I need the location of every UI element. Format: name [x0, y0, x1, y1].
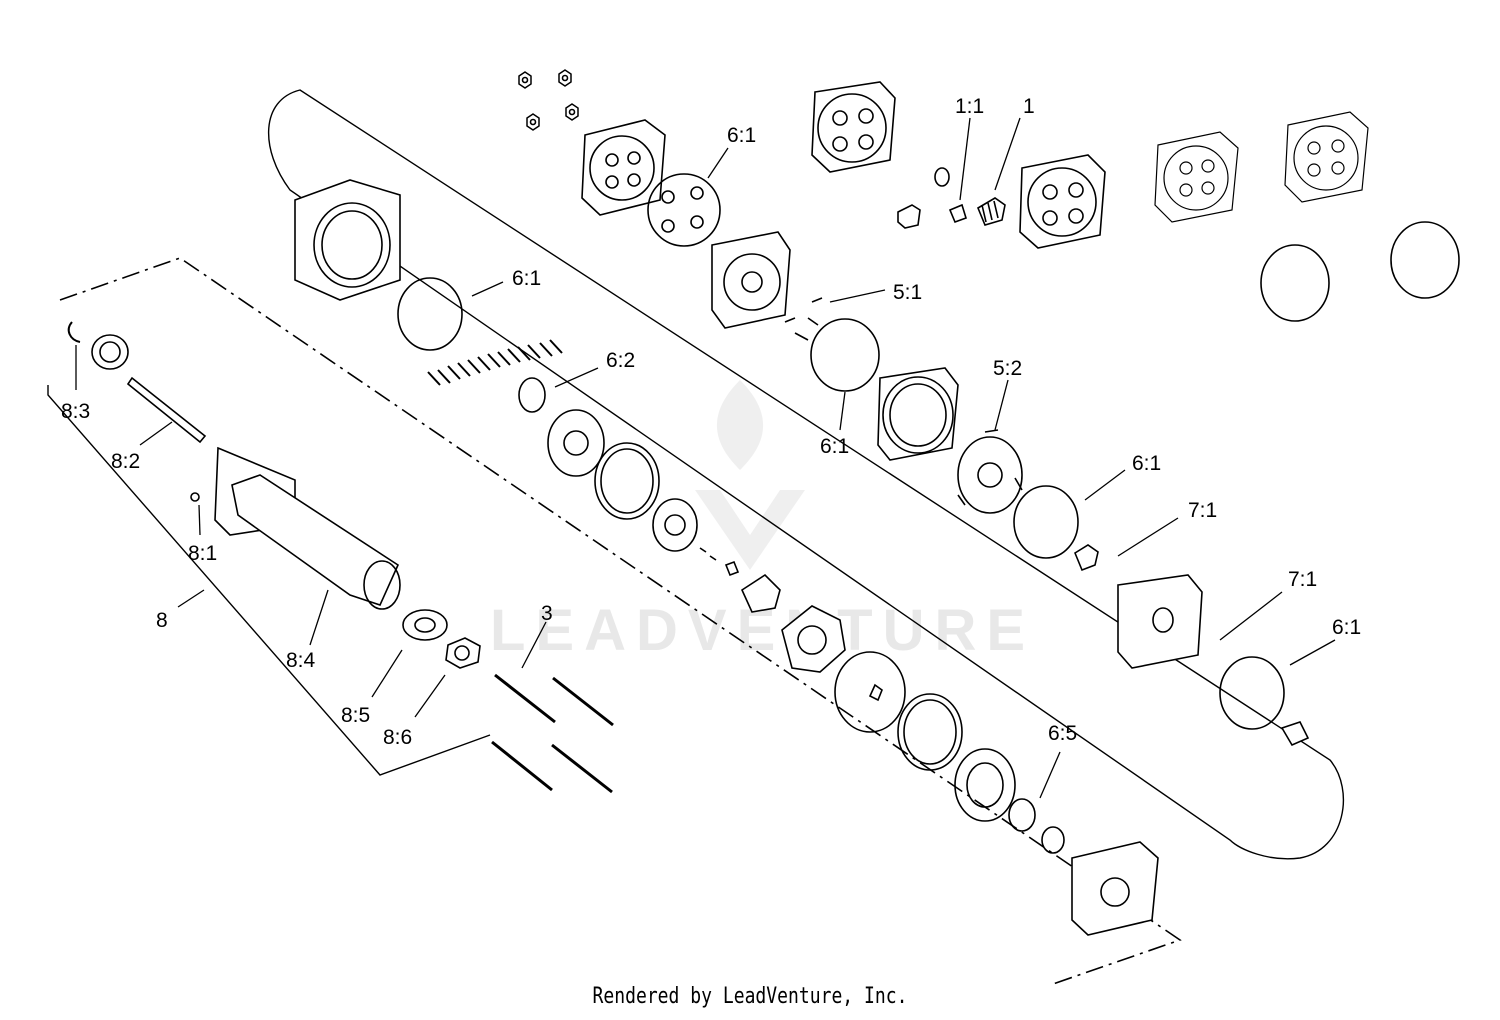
- callout-6-5: 6:5: [1048, 722, 1077, 745]
- callout-8-6: 8:6: [383, 726, 412, 749]
- callout-8-1: 8:1: [188, 542, 217, 565]
- render-credit: Rendered by LeadVenture, Inc.: [592, 984, 908, 1009]
- callout-8-4: 8:4: [286, 649, 316, 672]
- callout-6-1-b: 6:1: [512, 267, 541, 290]
- key-and-end-plate: [1074, 544, 1310, 747]
- callout-labels: 1:1 1 6:1 6:1 5:1 6:2 6:1 5:2 6:1 7:1 7:…: [61, 95, 1361, 749]
- valve-plate-1: [581, 119, 666, 216]
- callout-8-2: 8:2: [111, 450, 140, 473]
- callout-7-1-b: 7:1: [1288, 568, 1317, 591]
- o-rings: [397, 173, 1460, 730]
- dash-line-outer: [59, 257, 1182, 986]
- bearings: [834, 651, 1065, 854]
- valve-plate-5: [1284, 111, 1369, 203]
- spacer-plate: [711, 231, 823, 341]
- callout-1: 1: [1023, 95, 1035, 118]
- rotor-gears: [518, 377, 846, 673]
- callout-6-2: 6:2: [606, 349, 635, 372]
- callout-8-5: 8:5: [341, 704, 370, 727]
- flange-plate: [877, 367, 959, 461]
- callout-7-1-a: 7:1: [1188, 499, 1217, 522]
- plug-and-spring: [897, 167, 1006, 229]
- callout-1-1: 1:1: [955, 95, 984, 118]
- leader-lines: [75, 117, 1336, 799]
- callout-5-2: 5:2: [993, 357, 1022, 380]
- shaft-assembly: [67, 321, 481, 669]
- bracket-8: [47, 385, 491, 776]
- pins: [427, 339, 563, 386]
- valve-plate-3: [1019, 154, 1106, 249]
- end-cap-housing: [294, 179, 401, 301]
- callout-6-1-e: 6:1: [1332, 616, 1361, 639]
- callout-3: 3: [541, 602, 553, 625]
- bottom-flange: [1071, 841, 1159, 936]
- callout-6-1-a: 6:1: [727, 124, 756, 147]
- assembly-outline: [268, 89, 1345, 860]
- callout-8-3: 8:3: [61, 400, 90, 423]
- callout-8: 8: [156, 609, 168, 632]
- valve-plate-2: [811, 81, 896, 173]
- valve-plate-4: [1154, 131, 1239, 223]
- callout-6-1-c: 6:1: [820, 435, 849, 458]
- bolts: [491, 673, 614, 794]
- callout-5-1: 5:1: [893, 281, 922, 304]
- commutator: [957, 429, 1023, 514]
- callout-6-1-d: 6:1: [1132, 452, 1161, 475]
